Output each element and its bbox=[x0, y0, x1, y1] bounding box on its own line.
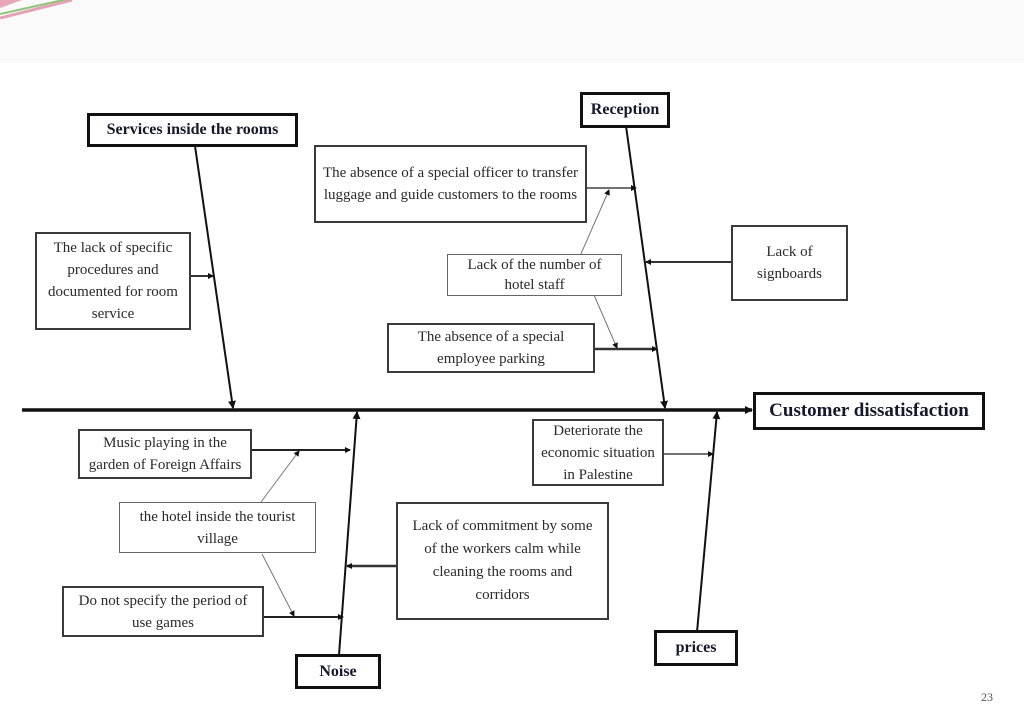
effect-label: Customer dissatisfaction bbox=[769, 400, 969, 421]
category-noise: Noise bbox=[295, 654, 381, 689]
cause-music: Music playing in the garden of Foreign A… bbox=[78, 429, 252, 479]
cause-text: Lack of commitment by some of the worker… bbox=[412, 518, 593, 603]
bone-prices bbox=[696, 411, 721, 633]
slide-header-band bbox=[0, 0, 1024, 63]
category-label: Services inside the rooms bbox=[106, 121, 279, 138]
cause-text: Do not specify the period of use games bbox=[78, 592, 248, 631]
category-label: Reception bbox=[590, 101, 660, 118]
category-label: Noise bbox=[319, 662, 357, 680]
cause-workers-calm: Lack of commitment by some of the worker… bbox=[396, 502, 609, 620]
cause-text: The lack of specific procedures and docu… bbox=[48, 240, 178, 322]
bone-services bbox=[194, 145, 236, 409]
cause-text: Lack of the number of hotel staff bbox=[467, 257, 602, 293]
cause-text: The absence of a special employee parkin… bbox=[417, 329, 565, 367]
cause-tourist-village: the hotel inside the tourist village bbox=[119, 502, 316, 553]
arrow-staff-to-parking bbox=[593, 294, 618, 349]
cause-games-period: Do not specify the period of use games bbox=[62, 586, 264, 637]
bone-noise bbox=[338, 411, 361, 656]
cause-text: Music playing in the garden of Foreign A… bbox=[88, 435, 242, 473]
effect-box: Customer dissatisfaction bbox=[753, 392, 985, 430]
cause-text: Lack of signboards bbox=[757, 244, 822, 282]
arrow-village-to-music bbox=[260, 450, 300, 503]
cause-economic-situation: Deteriorate the economic situation in Pa… bbox=[532, 419, 664, 486]
cause-luggage-officer: The absence of a special officer to tran… bbox=[314, 145, 587, 223]
cause-signboards: Lack of signboards bbox=[731, 225, 848, 301]
cause-text: Deteriorate the economic situation in Pa… bbox=[541, 422, 655, 483]
arrow-staff-to-luggage bbox=[579, 189, 610, 257]
pink-swoosh-line bbox=[0, 0, 73, 20]
green-swoosh-line bbox=[0, 0, 68, 15]
cause-employee-parking: The absence of a special employee parkin… bbox=[387, 323, 595, 373]
arrow-village-to-games bbox=[261, 553, 295, 617]
category-label: prices bbox=[675, 639, 717, 656]
cause-room-procedures: The lack of specific procedures and docu… bbox=[35, 232, 191, 330]
category-services-inside-rooms: Services inside the rooms bbox=[87, 113, 298, 147]
category-reception: Reception bbox=[580, 92, 670, 128]
cause-text: The absence of a special officer to tran… bbox=[322, 165, 578, 203]
pink-swoosh-shape bbox=[0, 0, 22, 8]
cause-text: the hotel inside the tourist village bbox=[139, 508, 296, 547]
bone-reception bbox=[625, 125, 669, 409]
slide-corner-decoration bbox=[0, 0, 73, 20]
page-number: 23 bbox=[981, 690, 993, 704]
category-prices: prices bbox=[654, 630, 738, 666]
cause-hotel-staff: Lack of the number of hotel staff bbox=[447, 254, 622, 296]
